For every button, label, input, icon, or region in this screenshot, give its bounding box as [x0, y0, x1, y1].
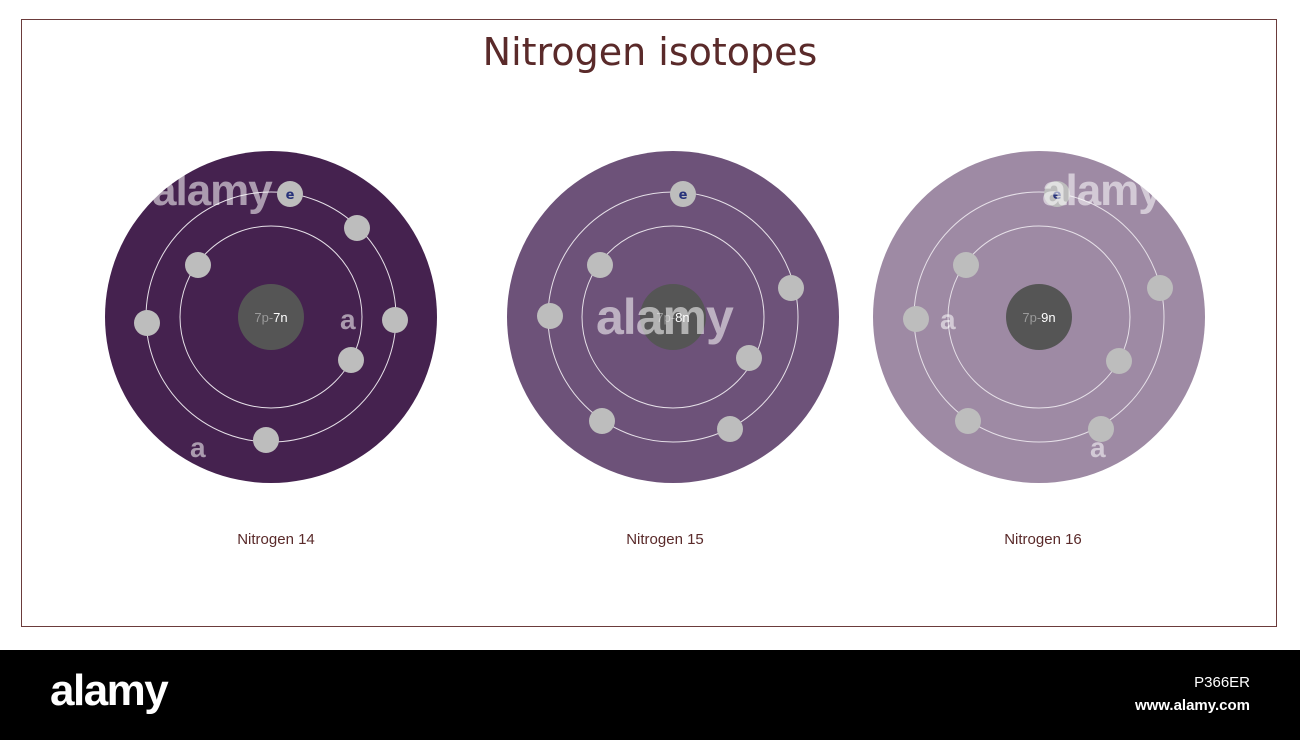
electron [134, 310, 160, 336]
electron [537, 303, 563, 329]
nucleus-label: 7p-7n [254, 310, 287, 325]
electron [717, 416, 743, 442]
atom-caption-n16: Nitrogen 16 [1004, 531, 1082, 548]
electron [670, 181, 696, 207]
watermark-logo: alamy [1042, 166, 1163, 215]
atom-caption-n14: Nitrogen 14 [237, 531, 315, 548]
watermark-mark: a [940, 304, 956, 335]
electron-symbol: e [286, 188, 295, 203]
inner-orbit [179, 225, 363, 409]
watermark-logo: alamy [152, 166, 273, 215]
electron [1106, 348, 1132, 374]
nucleus-neutron-label: 8n [675, 310, 689, 325]
nucleus [238, 284, 304, 350]
electron [955, 408, 981, 434]
electron-symbol: e [679, 188, 688, 203]
inner-orbit [581, 225, 765, 409]
nucleus-label: 7p-8n [656, 310, 689, 325]
atom-3: 7p-9n e [873, 151, 1205, 483]
inner-orbit [947, 225, 1131, 409]
watermark-mark: a [190, 432, 206, 463]
nucleus-proton-label: 7p- [1022, 310, 1041, 325]
atom-1: 7p-7n e [105, 151, 437, 483]
electron [185, 252, 211, 278]
electron [587, 252, 613, 278]
footer-url: www.alamy.com [1134, 697, 1250, 714]
electron-symbol: e [1053, 188, 1062, 203]
electron [1044, 181, 1070, 207]
electron [953, 252, 979, 278]
nucleus-neutron-label: 9n [1041, 310, 1055, 325]
electron [736, 345, 762, 371]
electron [277, 181, 303, 207]
footer-bar: alamy P366ER www.alamy.com [0, 650, 1300, 740]
watermark-mark: a [340, 304, 356, 335]
nucleus-proton-label: 7p- [656, 310, 675, 325]
atom-2: 7p-8n e [507, 151, 839, 483]
nucleus-label: 7p-9n [1022, 310, 1055, 325]
electron [778, 275, 804, 301]
watermark-mark: a [1090, 432, 1106, 463]
electron [253, 427, 279, 453]
watermark-logo: alamy [596, 289, 734, 345]
electron [344, 215, 370, 241]
electron [589, 408, 615, 434]
nucleus-neutron-label: 7n [273, 310, 287, 325]
footer-logo: alamy [50, 666, 169, 715]
electron [1147, 275, 1173, 301]
page-title: Nitrogen isotopes [482, 30, 818, 74]
nucleus-proton-label: 7p- [254, 310, 273, 325]
nucleus [1006, 284, 1072, 350]
atom-caption-n15: Nitrogen 15 [626, 531, 704, 548]
electron [382, 307, 408, 333]
electron [338, 347, 364, 373]
electron [903, 306, 929, 332]
electron [1088, 416, 1114, 442]
nucleus [640, 284, 706, 350]
footer-image-id: P366ER [1194, 674, 1250, 691]
